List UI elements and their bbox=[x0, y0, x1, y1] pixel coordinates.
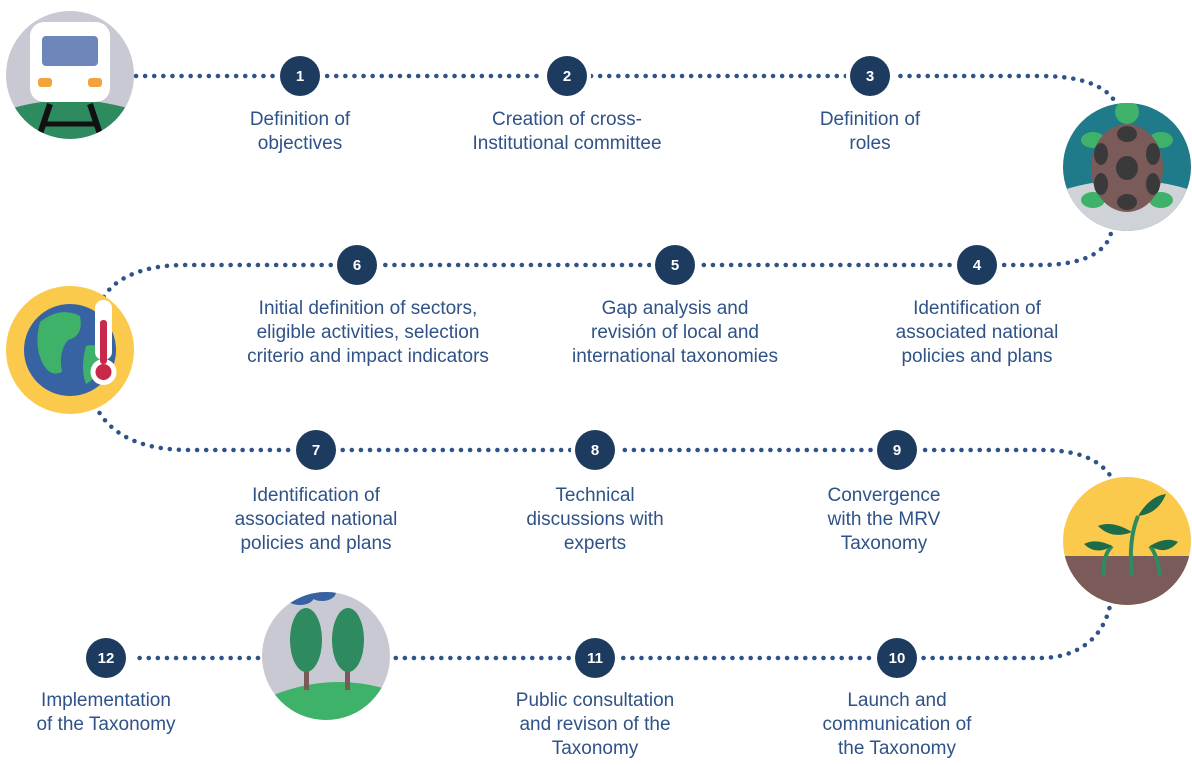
step-9-label: Convergence with the MRV Taxonomy bbox=[827, 485, 941, 554]
step-number: 4 bbox=[957, 245, 997, 285]
dotted-path bbox=[92, 73, 1123, 661]
step-1-label: Definition of objectives bbox=[249, 109, 351, 154]
step-7-label: Identification of associated national po… bbox=[234, 485, 398, 554]
step-11-marker: 11 bbox=[571, 634, 619, 682]
step-4-label: Identification of associated national po… bbox=[895, 298, 1059, 367]
step-number: 11 bbox=[575, 638, 615, 678]
sprouting-plant-icon bbox=[1063, 477, 1191, 605]
trees-icon bbox=[262, 592, 390, 720]
step-10-label: Launch and communication of the Taxonomy bbox=[822, 690, 972, 759]
step-5-marker: 5 bbox=[651, 241, 699, 289]
step-number: 10 bbox=[877, 638, 917, 678]
step-10-marker: 10 bbox=[873, 634, 921, 682]
step-number: 7 bbox=[296, 430, 336, 470]
step-3-marker: 3 bbox=[846, 52, 894, 100]
step-number: 1 bbox=[280, 56, 320, 96]
step-number: 9 bbox=[877, 430, 917, 470]
step-number: 5 bbox=[655, 245, 695, 285]
step-5-label: Gap analysis and revisión of local and i… bbox=[572, 298, 778, 367]
step-9-marker: 9 bbox=[873, 426, 921, 474]
step-number: 3 bbox=[850, 56, 890, 96]
step-2-marker: 2 bbox=[543, 52, 591, 100]
step-2-label: Creation of cross- Institutional committ… bbox=[472, 109, 662, 154]
step-number: 2 bbox=[547, 56, 587, 96]
step-7-marker: 7 bbox=[292, 426, 340, 474]
train-icon bbox=[6, 11, 134, 139]
step-8-marker: 8 bbox=[571, 426, 619, 474]
step-number: 6 bbox=[337, 245, 377, 285]
step-3-label: Definition of roles bbox=[819, 109, 921, 154]
step-number: 12 bbox=[86, 638, 126, 678]
step-6-marker: 6 bbox=[333, 241, 381, 289]
globe-thermometer-icon bbox=[6, 286, 134, 414]
step-11-label: Public consultation and revison of the T… bbox=[515, 690, 675, 759]
step-4-marker: 4 bbox=[953, 241, 1001, 289]
step-number: 8 bbox=[575, 430, 615, 470]
step-1-marker: 1 bbox=[276, 52, 324, 100]
step-6-label: Initial definition of sectors, eligible … bbox=[247, 298, 489, 367]
turtle-icon bbox=[1063, 103, 1191, 231]
step-12-label: Implementation of the Taxonomy bbox=[36, 690, 176, 735]
step-12-marker: 12 bbox=[82, 634, 130, 682]
step-8-label: Technical discussions with experts bbox=[526, 485, 664, 554]
